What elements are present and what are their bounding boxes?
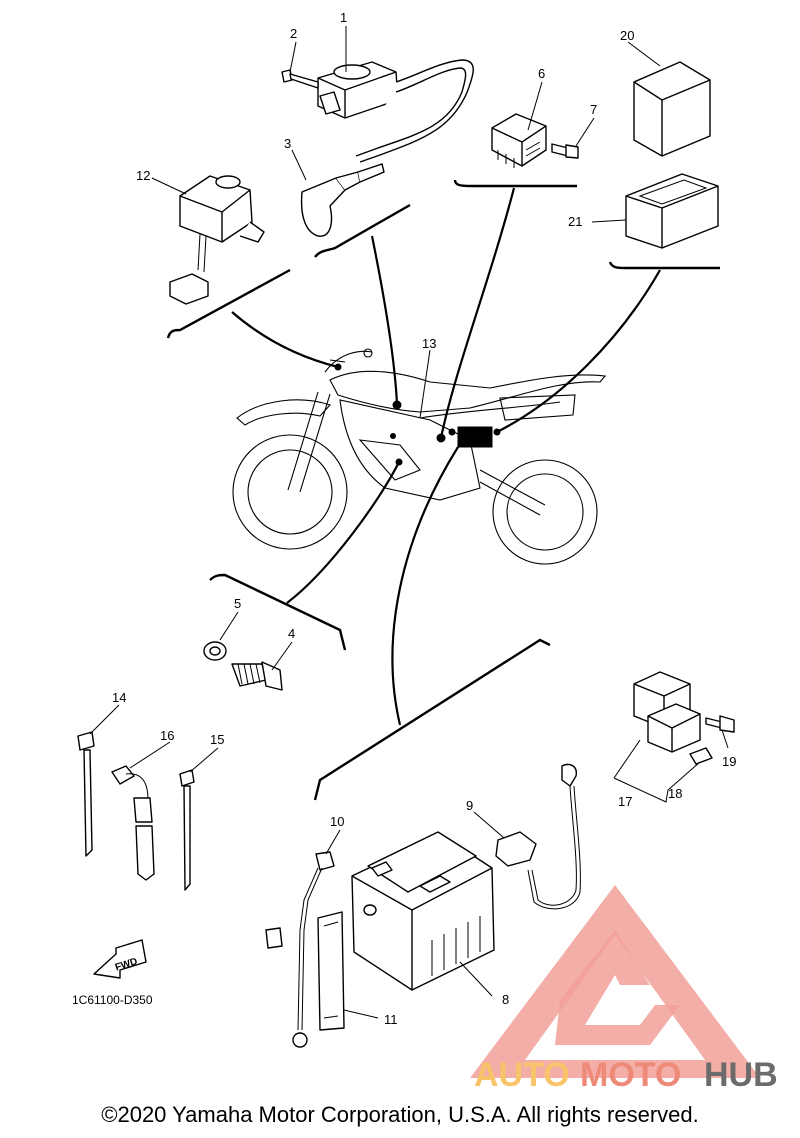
cdi-case [625,173,719,249]
callout-16: 16 [160,728,174,743]
relay-assembly [633,671,701,753]
battery-negative-lead [265,851,335,1048]
battery-terminal-lead [495,763,581,910]
callout-11: 11 [384,1012,398,1027]
callout-5: 5 [234,596,241,611]
callout-19: 19 [722,754,736,769]
spark-plug-cap [300,163,385,237]
callout-6: 6 [538,66,545,81]
automotohub-wordmark: AUTO MOTO HUB [474,1056,778,1094]
copyright-notice: ©2020 Yamaha Motor Corporation, U.S.A. A… [101,1102,699,1127]
gasket-washer [203,641,227,661]
wordmark-hub: HUB [704,1056,778,1094]
ignition-coil [317,59,474,163]
cable-tie-14 [77,731,95,857]
callout-lines [89,26,729,1019]
callout-17: 17 [618,794,632,809]
bolt-7 [551,143,579,159]
drawing-code: 1C61100-D350 [72,993,153,1007]
wordmark-auto: AUTO [474,1056,570,1094]
cdi-unit [633,61,711,157]
callout-10: 10 [330,814,344,829]
callout-3: 3 [284,136,291,151]
bolt-2 [281,69,319,89]
callout-4: 4 [288,626,295,641]
neutral-switch [231,661,283,691]
forward-direction-arrow: FWD [93,939,147,979]
harness-clip [111,765,155,881]
callout-15: 15 [210,732,224,747]
leader-lines [166,179,720,801]
callout-numbers: 1 2 3 6 7 20 21 12 13 5 4 14 16 15 10 9 … [112,10,736,1027]
fuse [689,747,713,765]
callout-14: 14 [112,690,126,705]
callout-13: 13 [422,336,436,351]
callout-18: 18 [668,786,682,801]
callout-7: 7 [590,102,597,117]
callout-21: 21 [568,214,582,229]
battery-band [317,911,345,1031]
main-switch [169,175,265,305]
bolt-19 [705,715,735,733]
callout-8: 8 [502,992,509,1007]
cable-tie-15 [179,769,195,891]
motorcycle-silhouette [232,348,607,565]
callout-12: 12 [136,168,150,183]
rectifier-regulator [491,113,547,168]
automotohub-logo [470,885,760,1078]
callout-9: 9 [466,798,473,813]
wordmark-moto: MOTO [580,1056,681,1094]
battery [351,831,495,991]
callout-20: 20 [620,28,634,43]
callout-2: 2 [290,26,297,41]
callout-1: 1 [340,10,347,25]
